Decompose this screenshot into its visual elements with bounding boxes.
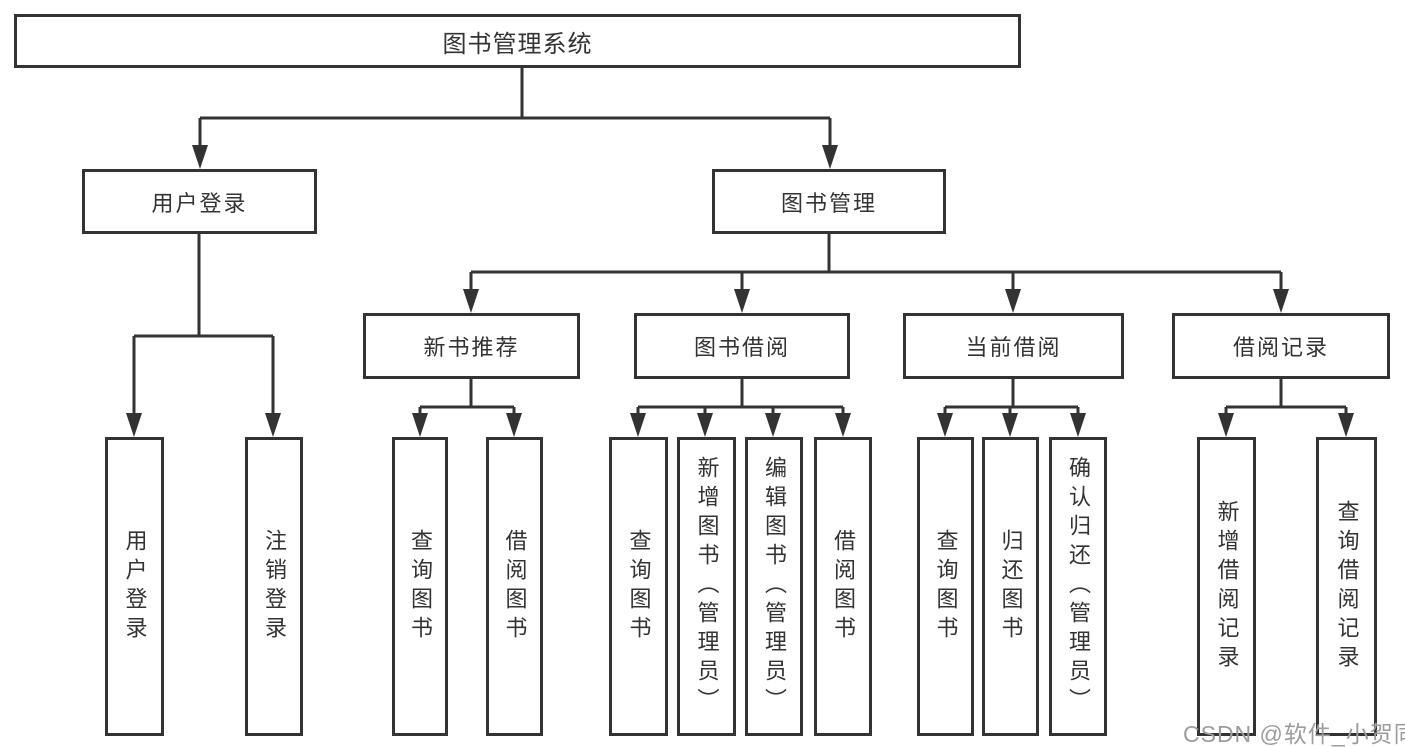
leaf-query-books-borrow: 查询图书 [609,437,668,736]
leaf-logout: 注销登录 [245,437,303,736]
leaf-confirm-return-admin: 确认归还（管理员） [1049,437,1107,736]
node-root: 图书管理系统 [14,14,1021,68]
leaf-user-login: 用户登录 [105,437,164,736]
node-current-borrowing: 当前借阅 [903,313,1124,379]
node-new-book-recommend: 新书推荐 [363,313,580,379]
leaf-borrow-books-recommend: 借阅图书 [486,437,543,736]
leaf-add-borrow-record: 新增借阅记录 [1197,437,1256,736]
leaf-edit-book-admin: 编辑图书（管理员） [745,437,803,736]
leaf-query-borrow-record: 查询借阅记录 [1316,437,1377,736]
leaf-query-books-recommend: 查询图书 [392,437,448,736]
leaf-add-book-admin: 新增图书（管理员） [677,437,736,736]
node-user-login: 用户登录 [82,169,317,234]
node-borrowing-records: 借阅记录 [1172,313,1390,379]
node-book-borrowing: 图书借阅 [634,313,850,379]
node-book-management: 图书管理 [712,169,946,234]
csdn-watermark: CSDN @软件_小贺同学 [1183,721,1405,747]
leaf-query-books-current: 查询图书 [917,437,974,736]
leaf-return-book: 归还图书 [982,437,1039,736]
leaf-borrow-books: 借阅图书 [814,437,872,736]
